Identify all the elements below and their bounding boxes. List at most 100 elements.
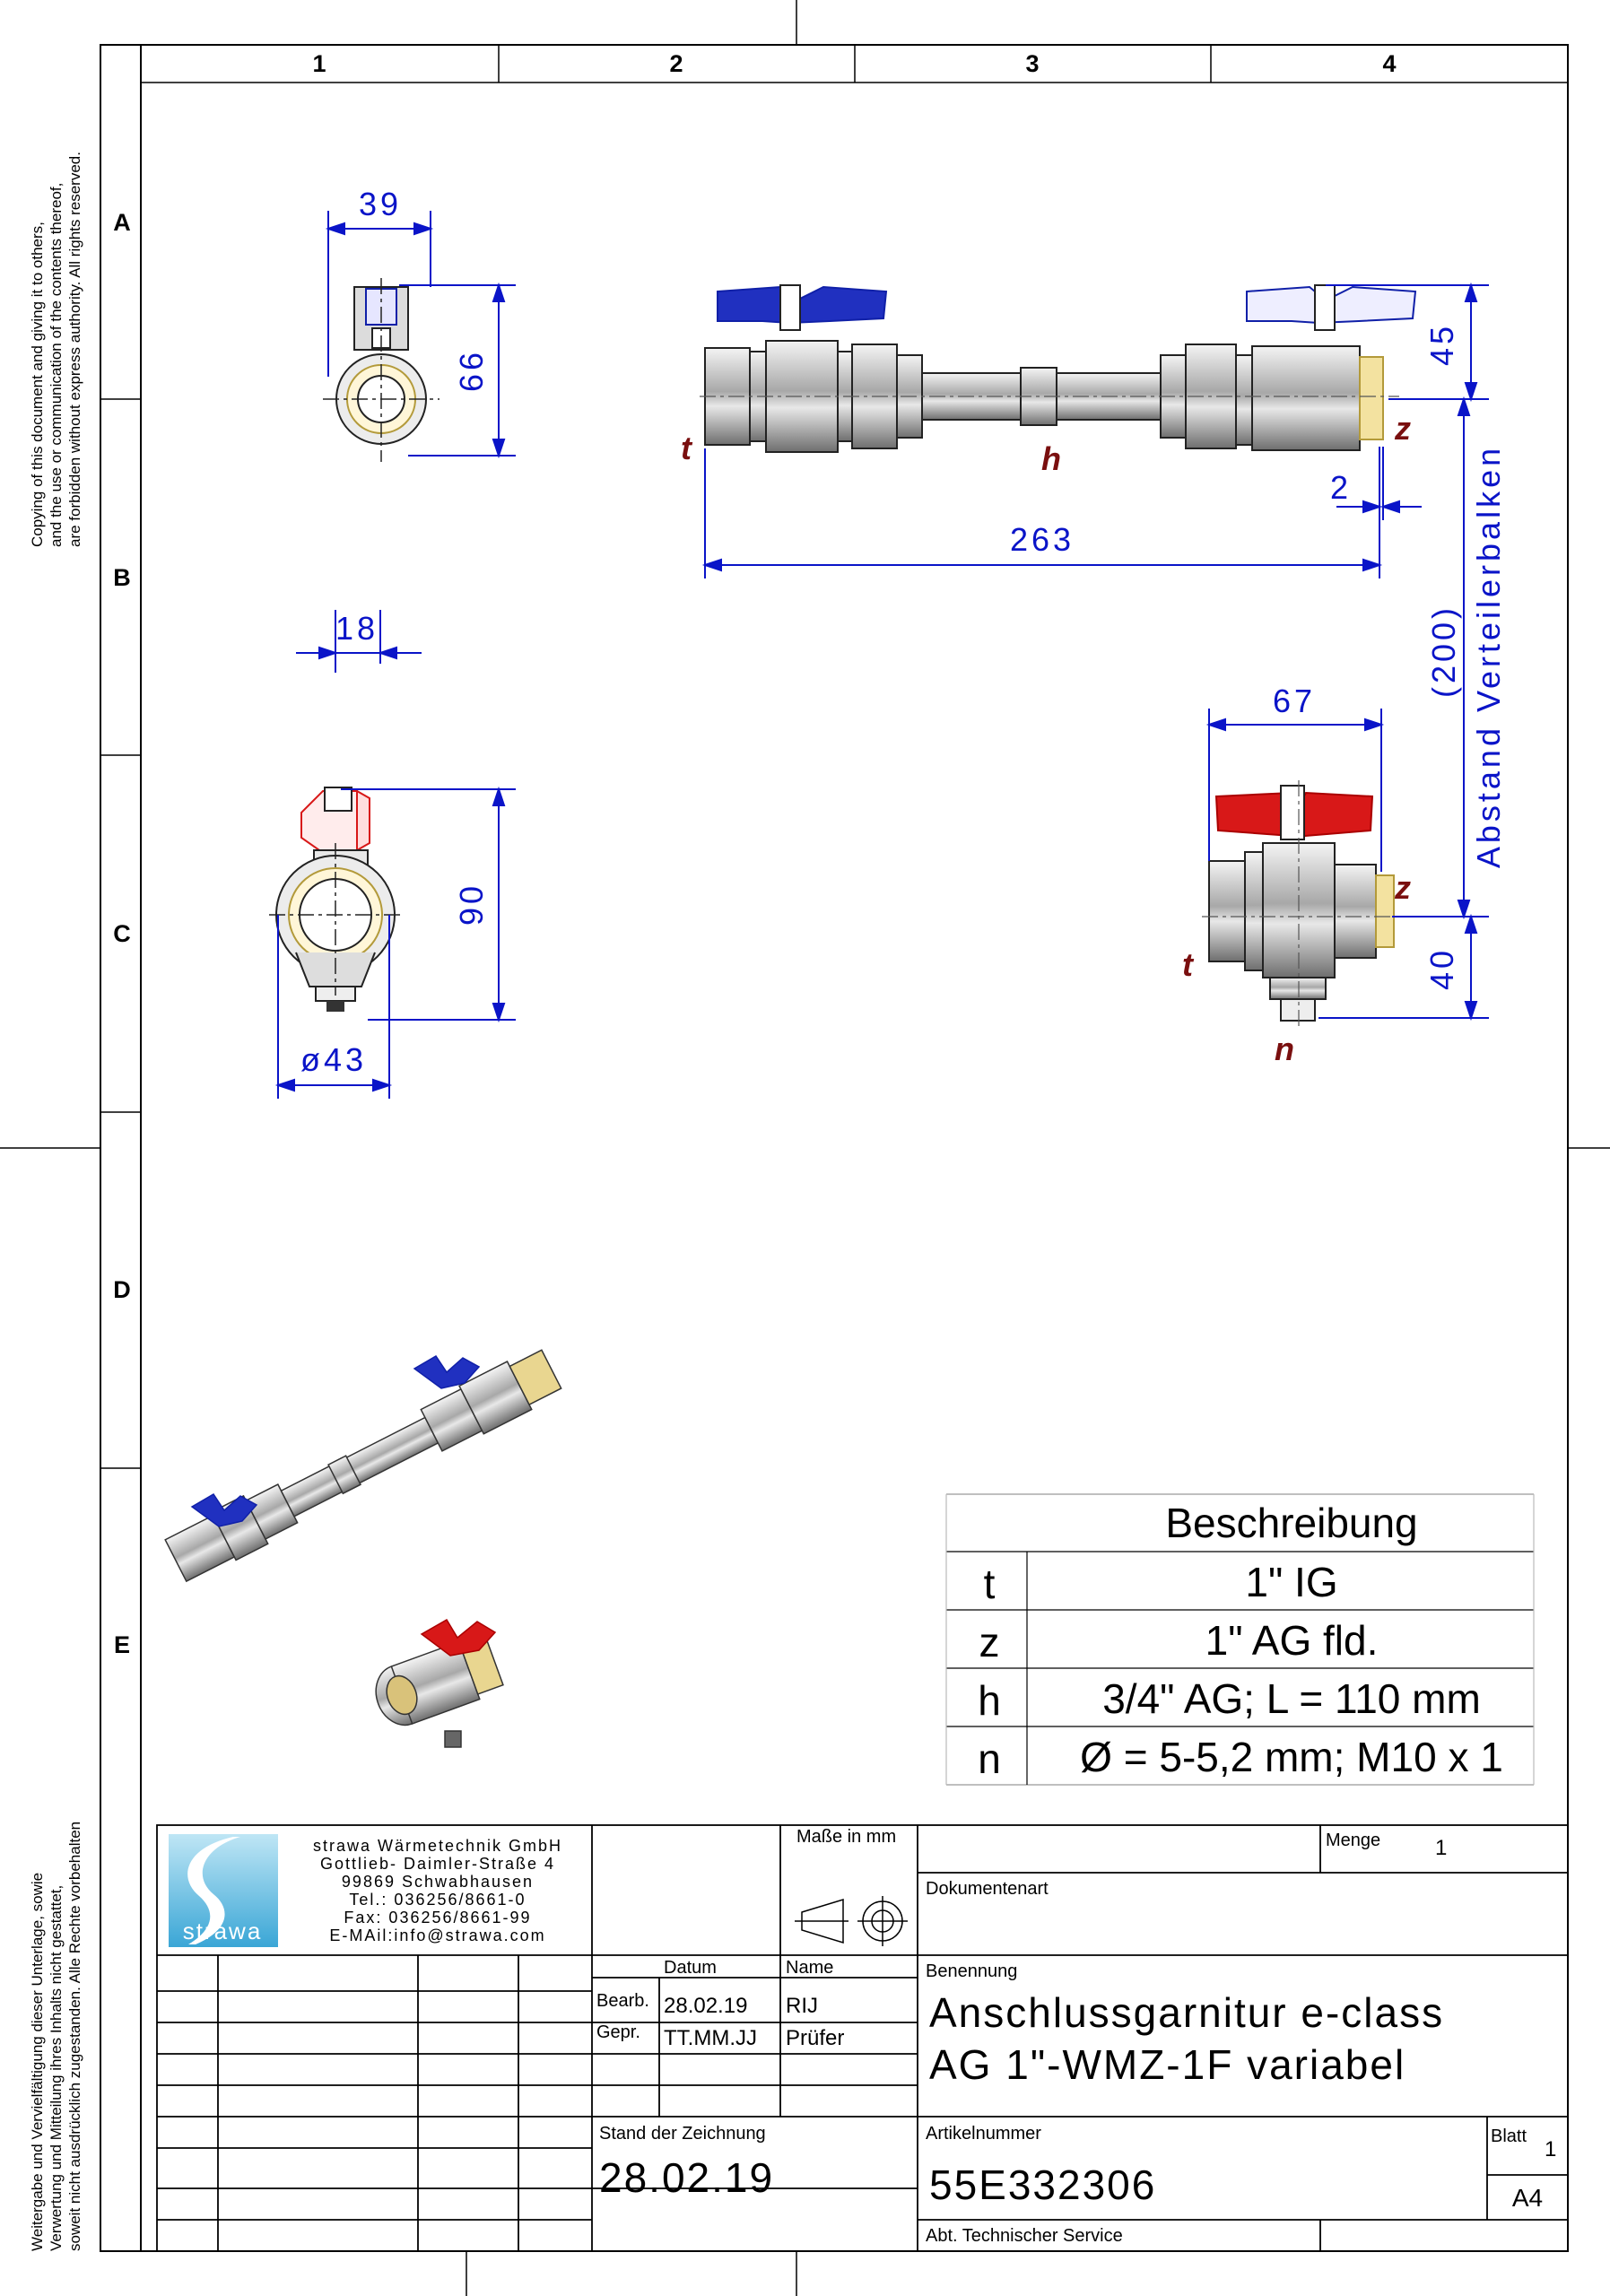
grid-row-a: A — [113, 209, 131, 236]
grid-row-d: D — [113, 1276, 131, 1303]
dim-18: 18 — [335, 610, 379, 647]
drawing-title-line2: AG 1"-WMZ-1F variabel — [929, 2041, 1405, 2088]
dim-90: 90 — [453, 883, 490, 926]
artikel-label: Artikelnummer — [926, 2124, 1041, 2144]
svg-text:Copying of this document and g: Copying of this document and giving it t… — [29, 222, 46, 547]
grid-col-1: 1 — [312, 50, 326, 77]
desc-value-n: Ø = 5-5,2 mm; M10 x 1 — [1080, 1734, 1503, 1780]
svg-text:Weitergabe und Vervielfältigun: Weitergabe und Vervielfältigung dieser U… — [29, 1873, 46, 2251]
description-table — [945, 1493, 1535, 1786]
dim-67: 67 — [1273, 683, 1316, 719]
marker-labels-top: t h z — [681, 410, 1411, 477]
benennung-label: Benennung — [926, 1961, 1017, 1981]
dim-200: (200) — [1425, 604, 1462, 698]
copyright-notice-en: Copying of this document and giving it t… — [29, 152, 83, 547]
dimension-lines-side — [1205, 709, 1489, 1022]
gepr-name: Prüfer — [786, 2026, 844, 2050]
marker-h: h — [1041, 440, 1061, 477]
dimension-lines-top — [701, 282, 1489, 920]
drawing-title-line1: Anschlussgarnitur e-class — [929, 1989, 1444, 2036]
marker-n: n — [1275, 1031, 1294, 1067]
svg-text:Gottlieb- Daimler-Straße 4: Gottlieb- Daimler-Straße 4 — [320, 1855, 555, 1873]
masse-label: Maße in mm — [796, 1827, 896, 1847]
dimension-lines-front — [296, 211, 516, 673]
desc-value-t: 1" IG — [1245, 1559, 1337, 1605]
artikel-value: 55E332306 — [929, 2161, 1156, 2208]
copyright-notice-de: Weitergabe und Vervielfältigung dieser U… — [29, 1822, 83, 2251]
assembly-top-view — [700, 284, 1417, 453]
grid-col-2: 2 — [669, 50, 683, 77]
dimension-text-red: 90 ø43 — [300, 883, 490, 1078]
menge-label: Menge — [1326, 1831, 1380, 1850]
grid-col-3: 3 — [1025, 50, 1039, 77]
dim-40: 40 — [1423, 947, 1460, 990]
desc-key-h: h — [978, 1677, 1001, 1724]
dim-45: 45 — [1423, 323, 1460, 366]
grid-column-labels: 1 2 3 4 — [312, 50, 1396, 77]
description-table-text: Beschreibung t 1" IG z 1" AG fld. h 3/4"… — [978, 1500, 1503, 1782]
stand-label: Stand der Zeichnung — [599, 2124, 766, 2144]
desc-key-t: t — [984, 1561, 996, 1607]
svg-text:E-MAil:info@strawa.com: E-MAil:info@strawa.com — [329, 1926, 545, 1944]
svg-text:Tel.: 036256/8661-0: Tel.: 036256/8661-0 — [349, 1891, 526, 1909]
marker-z-top: z — [1394, 410, 1411, 447]
marker-z-side: z — [1394, 869, 1411, 906]
svg-text:strawa Wärmetechnik GmbH: strawa Wärmetechnik GmbH — [313, 1837, 562, 1855]
marker-t-side: t — [1182, 946, 1195, 983]
dim-2: 2 — [1330, 469, 1352, 506]
isometric-assembly-view — [164, 1349, 562, 1583]
side-view-red-valve — [269, 787, 404, 1012]
company-address: strawa Wärmetechnik GmbH Gottlieb- Daiml… — [313, 1837, 562, 1944]
blatt-value: 1 — [1545, 2137, 1556, 2161]
title-block-labels: Maße in mm Menge 1 Dokumentenart Datum N… — [596, 1827, 1556, 2246]
menge-value: 1 — [1435, 1836, 1447, 1860]
title-block — [156, 1824, 1569, 2252]
logo-text: strawa — [183, 1918, 263, 1944]
grid-row-c: C — [113, 920, 131, 947]
stand-value: 28.02.19 — [599, 2154, 774, 2201]
bearb-name: RIJ — [786, 1994, 818, 2018]
dokumentenart-label: Dokumentenart — [926, 1879, 1049, 1899]
projection-symbol — [795, 1896, 908, 1946]
gepr-label: Gepr. — [596, 2022, 640, 2042]
svg-text:are forbidden without express: are forbidden without express authority.… — [66, 152, 83, 547]
datum-label: Datum — [664, 1958, 717, 1978]
grid-col-4: 4 — [1382, 50, 1396, 77]
strawa-logo: strawa — [169, 1834, 278, 1947]
front-view-blue-valve — [323, 278, 439, 462]
bearb-date: 28.02.19 — [664, 1994, 747, 2018]
red-valve-side-view — [1202, 780, 1399, 1030]
dimension-lines-red — [274, 786, 516, 1099]
dim-d43: ø43 — [300, 1041, 367, 1078]
grid-row-labels: A B C D E — [113, 209, 131, 1658]
name-label: Name — [786, 1958, 833, 1978]
dimension-text-side: 67 40 — [1273, 683, 1460, 990]
bearb-label: Bearb. — [596, 1991, 649, 2011]
isometric-red-valve-view — [375, 1618, 504, 1748]
dimension-text-top: 263 45 2 (200) Abstand Verteilerbalken — [1010, 323, 1507, 868]
marker-t-top: t — [681, 430, 693, 466]
desc-key-z: z — [979, 1619, 1000, 1665]
department-label: Abt. Technischer Service — [926, 2226, 1123, 2246]
dim-263: 263 — [1010, 521, 1075, 558]
dim-39: 39 — [359, 186, 402, 222]
dim-66: 66 — [453, 349, 490, 392]
dimension-text-front: 39 66 18 — [335, 186, 490, 647]
svg-text:Fax: 036256/8661-99: Fax: 036256/8661-99 — [344, 1909, 531, 1926]
svg-text:and the use or communication o: and the use or communication of the cont… — [48, 183, 65, 547]
gepr-date: TT.MM.JJ — [664, 2026, 757, 2050]
desc-value-z: 1" AG fld. — [1205, 1617, 1379, 1664]
marker-labels-side: z t n — [1182, 869, 1411, 1067]
blatt-label: Blatt — [1491, 2126, 1527, 2146]
svg-text:Verwertung und Mitteilung ihre: Verwertung und Mitteilung ihres Inhalts … — [48, 1885, 65, 2251]
svg-text:99869 Schwabhausen: 99869 Schwabhausen — [342, 1873, 534, 1891]
svg-text:soweit nicht ausdrücklich zuge: soweit nicht ausdrücklich zugestanden. A… — [66, 1822, 83, 2251]
desc-key-n: n — [978, 1735, 1001, 1782]
desc-value-h: 3/4" AG; L = 110 mm — [1102, 1675, 1481, 1722]
sheet-format: A4 — [1512, 2184, 1543, 2212]
description-header: Beschreibung — [1165, 1500, 1417, 1546]
label-abstand-verteilerbalken: Abstand Verteilerbalken — [1470, 445, 1507, 868]
grid-row-b: B — [113, 564, 131, 591]
grid-row-e: E — [114, 1631, 130, 1658]
